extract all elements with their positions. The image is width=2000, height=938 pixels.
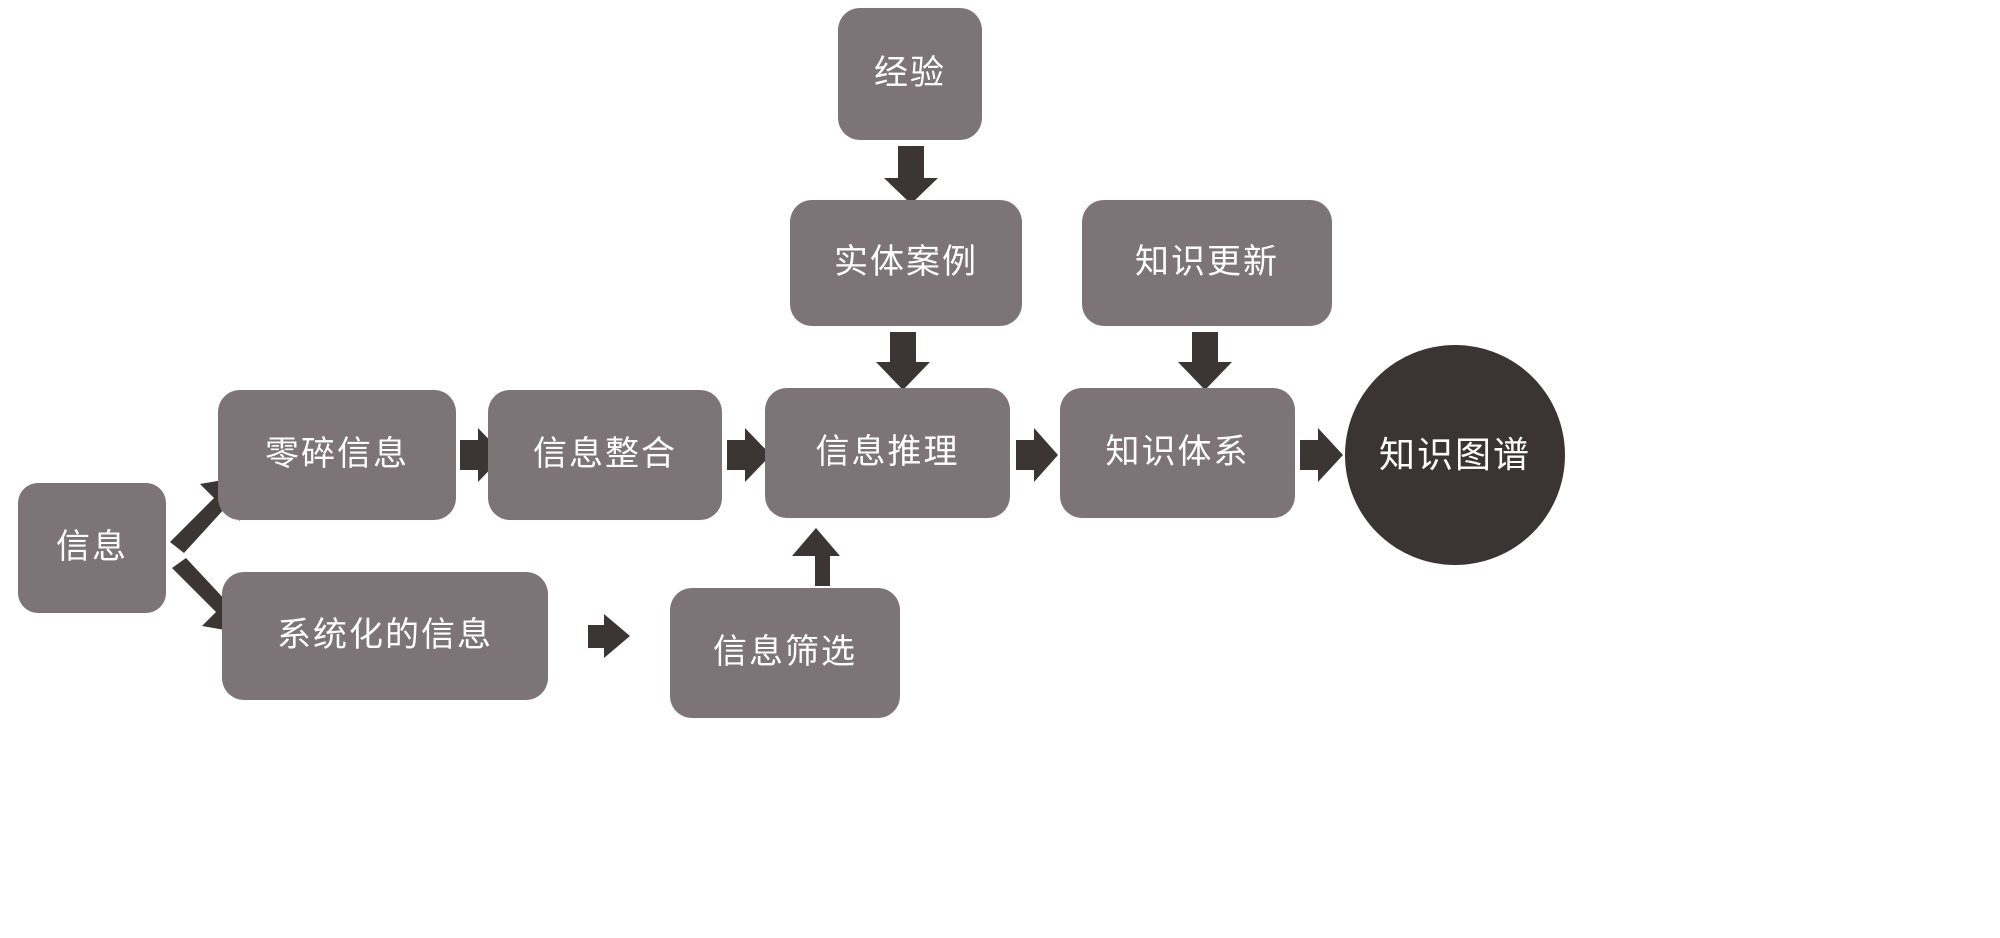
node-label: 信息推理 [815,433,960,472]
node-info[interactable]: 信息 [18,483,166,613]
node-label: 零碎信息 [265,435,409,474]
arrow-knowledge-system-to-graph [1300,428,1343,482]
node-systematized-info[interactable]: 系统化的信息 [222,572,548,700]
node-entity-cases[interactable]: 实体案例 [790,200,1022,326]
arrow-filtering-to-reasoning [792,528,840,586]
arrow-systematized-to-filtering [588,614,630,658]
node-info-filtering[interactable]: 信息筛选 [670,588,900,718]
node-label: 知识更新 [1135,243,1279,282]
node-knowledge-system[interactable]: 知识体系 [1060,388,1295,518]
node-label: 知识体系 [1105,433,1250,472]
node-fragmented-info[interactable]: 零碎信息 [218,390,456,520]
node-info-reasoning[interactable]: 信息推理 [765,388,1010,518]
node-label: 实体案例 [834,243,978,282]
node-label: 经验 [874,54,946,93]
arrow-reasoning-to-knowledge-system [1016,428,1058,482]
arrow-knowledge-update-to-system [1178,332,1232,390]
arrow-entity-cases-to-reasoning [876,332,930,390]
node-info-integration[interactable]: 信息整合 [488,390,722,520]
node-experience[interactable]: 经验 [838,8,982,140]
node-knowledge-update[interactable]: 知识更新 [1082,200,1332,326]
node-label: 系统化的信息 [277,616,493,655]
node-label: 知识图谱 [1378,434,1531,476]
node-knowledge-graph[interactable]: 知识图谱 [1345,345,1565,565]
node-label: 信息整合 [533,435,677,474]
arrow-experience-to-entity-cases [884,146,938,204]
node-label: 信息筛选 [713,633,857,672]
node-label: 信息 [56,528,128,567]
